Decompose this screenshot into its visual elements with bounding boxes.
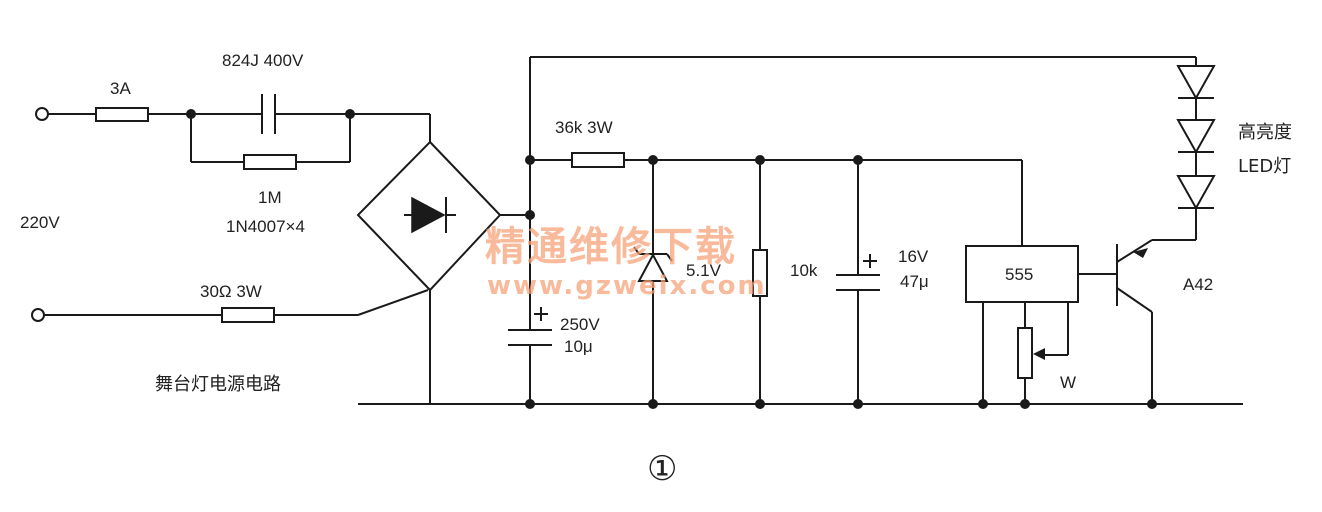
capacitor-16v-value: 47μ	[900, 272, 929, 291]
led-label-line1: 高亮度	[1238, 122, 1292, 143]
junction	[648, 399, 658, 409]
resistor-36k-label: 36k 3W	[555, 118, 613, 137]
transistor	[1078, 239, 1196, 404]
junction	[525, 155, 535, 165]
resistor-30ohm	[221, 307, 275, 323]
resistor-30ohm-label: 30Ω 3W	[200, 282, 262, 301]
resistor-1m	[243, 154, 297, 170]
potentiometer-label: W	[1060, 373, 1076, 392]
ic-555-label: 555	[1005, 265, 1033, 284]
potentiometer	[1017, 302, 1045, 404]
transistor-arrow-icon	[1133, 248, 1148, 258]
bridge-label: 1N4007×4	[226, 217, 305, 236]
capacitor-250v	[508, 215, 552, 404]
capacitor-16v-label: 16V	[898, 247, 929, 266]
fuse-label: 3A	[110, 79, 131, 98]
capacitor-250v-label: 250V	[560, 315, 600, 334]
input-line-bottom	[44, 289, 429, 323]
bridge-rectifier	[356, 140, 502, 292]
resistor-36k	[571, 152, 625, 168]
resistor-1m-label: 1M	[258, 188, 282, 207]
resistor-10k-label: 10k	[790, 261, 818, 280]
input-terminal-top	[35, 107, 49, 121]
figure-number: ①	[647, 449, 677, 489]
zener-diode	[633, 160, 673, 404]
led-string	[1176, 57, 1216, 240]
transistor-label: A42	[1183, 275, 1213, 294]
zener-label: 5.1V	[686, 261, 722, 280]
junction	[525, 399, 535, 409]
input-terminal-bottom	[31, 308, 45, 322]
watermark-url: www.gzweix.com	[487, 271, 767, 301]
junction	[755, 399, 765, 409]
junction	[853, 399, 863, 409]
capacitor-16v	[836, 160, 880, 404]
voltage-label: 220V	[20, 213, 60, 232]
capacitor-250v-value: 10μ	[564, 337, 593, 356]
led-label-line2: LED灯	[1238, 156, 1291, 177]
fuse	[95, 107, 149, 122]
bridge-diode-icon	[411, 196, 446, 234]
circuit-name-label: 舞台灯电源电路	[155, 374, 281, 395]
junction	[186, 109, 196, 119]
input-line-top	[48, 94, 431, 170]
watermark-title: 精通维修下载	[485, 223, 737, 270]
wiper-arrow-icon	[1033, 348, 1045, 360]
capacitor-824j-label: 824J 400V	[222, 51, 304, 70]
positive-rail	[529, 56, 1196, 246]
junction	[345, 109, 355, 119]
resistor-10k	[752, 160, 768, 404]
